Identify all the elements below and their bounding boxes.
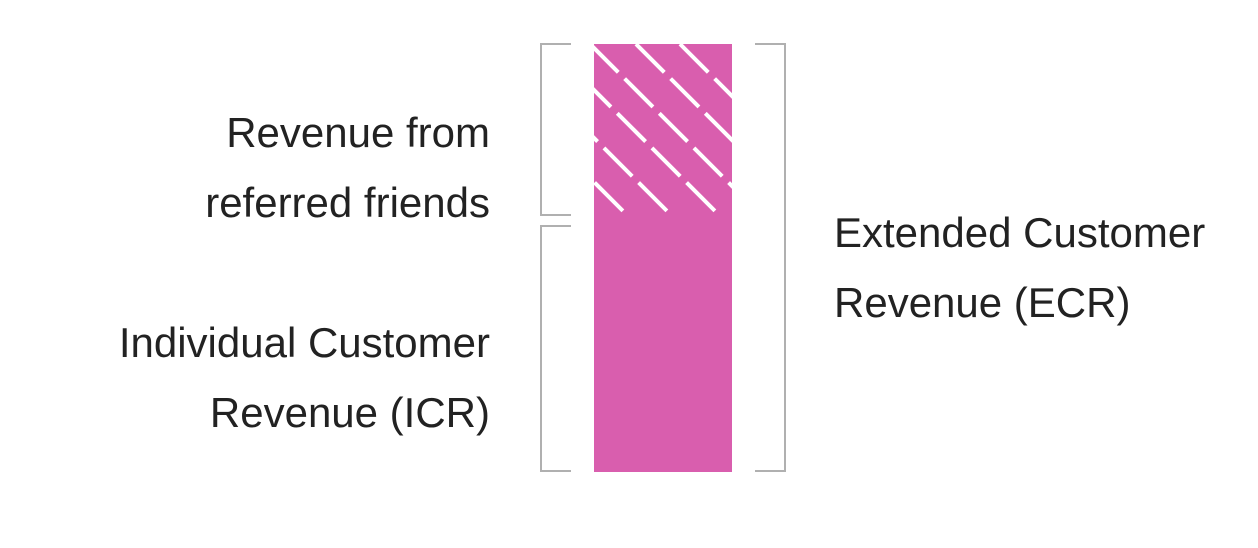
- icr-bar-segment: [594, 214, 732, 472]
- referred-bracket: [540, 43, 571, 216]
- referred-revenue-label-line2: referred friends: [205, 179, 490, 226]
- referred-revenue-label-line1: Revenue from: [226, 109, 490, 156]
- icr-label-line2: Revenue (ICR): [209, 389, 490, 436]
- icr-label: Individual Customer Revenue (ICR): [119, 308, 490, 448]
- icr-label-line1: Individual Customer: [118, 319, 490, 366]
- referred-revenue-label: Revenue from referred friends: [205, 98, 490, 238]
- ecr-bracket: [755, 43, 786, 472]
- ecr-label-line1: Extended Customer: [834, 209, 1206, 256]
- referred-hatch-pattern: [594, 44, 732, 216]
- ecr-label: Extended Customer Revenue (ECR): [834, 198, 1205, 338]
- ecr-label-line2: Revenue (ECR): [834, 279, 1131, 326]
- icr-bracket: [540, 225, 571, 472]
